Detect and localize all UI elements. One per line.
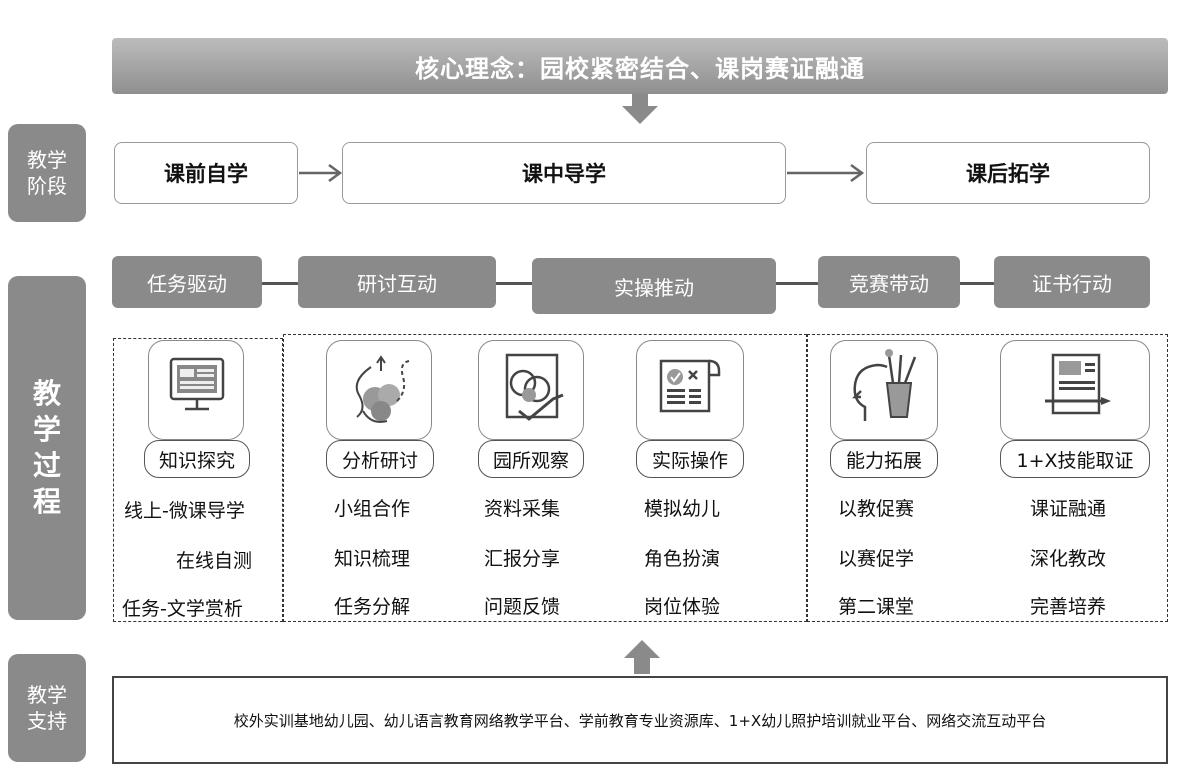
connector-line: [960, 282, 994, 285]
activity-item: 模拟幼儿: [644, 498, 721, 520]
activity-item: 在线自测: [176, 550, 253, 572]
side-label-stage-line2: 阶段: [27, 174, 67, 198]
activity-item: 汇报分享: [484, 548, 561, 570]
activity-item: 问题反馈: [484, 596, 561, 618]
discussion-icon-box: [326, 340, 432, 440]
side-label-support: 教学 支持: [8, 654, 86, 762]
core-concept-banner: 核心理念：园校紧密结合、课岗赛证融通: [112, 38, 1168, 94]
activity-label: 实际操作: [636, 440, 744, 478]
observation-icon-box: [478, 340, 584, 440]
computer-icon: [169, 357, 225, 411]
side-label-process: 教 学 过 程: [8, 276, 86, 620]
stage-post-class: 课后拓学: [866, 142, 1150, 204]
activity-item: 以赛促学: [838, 548, 915, 570]
side-label-process-char: 过: [32, 449, 61, 482]
head-tools-icon: [851, 349, 917, 421]
arrow-right-icon: [787, 163, 865, 183]
driver-task: 任务驱动: [112, 256, 262, 308]
observation-icon: [505, 353, 564, 421]
connector-line: [262, 282, 298, 285]
activity-item: 线上-微课导学: [124, 500, 245, 522]
activity-item: 知识梳理: [334, 548, 411, 570]
connector-line: [776, 282, 818, 285]
activity-item: 岗位体验: [644, 596, 721, 618]
down-arrow-icon: [622, 94, 658, 124]
activity-label: 能力拓展: [830, 440, 938, 478]
side-label-support-line2: 支持: [27, 709, 67, 733]
discussion-icon: [355, 355, 410, 423]
driver-discussion: 研讨互动: [298, 256, 496, 308]
side-label-support-line1: 教学: [27, 683, 67, 707]
up-arrow-icon: [624, 640, 660, 674]
stage-in-class: 课中导学: [342, 142, 786, 204]
activity-item: 完善培养: [1030, 596, 1107, 618]
connector-line: [496, 282, 532, 285]
activity-item: 任务分解: [334, 596, 411, 618]
checklist-icon-box: [636, 340, 744, 440]
driver-certificate: 证书行动: [994, 256, 1150, 308]
head-tools-icon-box: [830, 340, 938, 440]
activity-item: 以教促赛: [838, 498, 915, 520]
driver-practice: 实操推动: [532, 258, 776, 314]
activity-item: 任务-文学赏析: [122, 598, 243, 620]
activity-item: 角色扮演: [644, 548, 721, 570]
arrow-right-icon: [299, 163, 343, 183]
activity-item: 第二课堂: [838, 596, 915, 618]
activity-label: 知识探究: [144, 440, 250, 478]
activity-label: 园所观察: [478, 440, 584, 478]
group-post-class: [807, 334, 1168, 622]
stage-pre-class: 课前自学: [114, 142, 298, 204]
activity-item: 小组合作: [334, 498, 411, 520]
group-pre-class: [113, 338, 283, 622]
activity-item: 课证融通: [1030, 498, 1107, 520]
side-label-process-char: 学: [32, 413, 61, 446]
activity-label: 分析研讨: [326, 440, 434, 478]
driver-competition: 竞赛带动: [818, 256, 960, 308]
checklist-icon: [659, 359, 721, 413]
support-platforms: 校外实训基地幼儿园、幼儿语言教育网络教学平台、学前教育专业资源库、1+X幼儿照护…: [112, 676, 1168, 764]
certificate-icon-box: [1000, 340, 1150, 440]
certificate-icon: [1045, 353, 1111, 415]
activity-label: 1+X技能取证: [1000, 440, 1150, 478]
computer-icon-box: [148, 340, 244, 440]
activity-item: 深化教改: [1030, 548, 1107, 570]
side-label-stage-line1: 教学: [27, 148, 67, 172]
activity-item: 资料采集: [484, 498, 561, 520]
side-label-process-char: 教: [32, 377, 61, 410]
side-label-stage: 教学 阶段: [8, 124, 86, 222]
group-in-class: [283, 334, 807, 622]
side-label-process-char: 程: [32, 485, 61, 518]
